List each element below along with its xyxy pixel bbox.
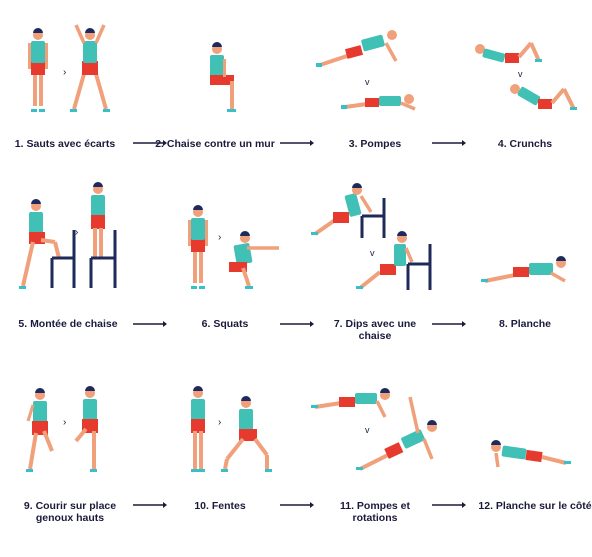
svg-text:›: › [75, 227, 78, 238]
exercise-5-illustration: › [19, 182, 117, 289]
exercise-7-illustration: v [311, 183, 432, 290]
exercise-3-illustration: v [316, 30, 416, 111]
exercise-1-illustration: › [28, 24, 110, 112]
exercise-4-label: 4. Crunchs [497, 138, 553, 150]
exercise-9-label: 9. Courir sur place genoux hauts [23, 500, 117, 524]
svg-text:›: › [63, 417, 66, 428]
svg-text:v: v [365, 425, 370, 435]
exercise-10-illustration: › [191, 386, 272, 472]
svg-text:›: › [218, 417, 221, 428]
arrow-1-to-2 [133, 140, 167, 146]
exercise-5-label: 5. Montée de chaise [18, 318, 118, 330]
exercise-11-illustration: v [311, 388, 437, 471]
exercise-3-label: 3. Pompes [348, 138, 402, 150]
exercise-11-label: 11. Pompes et rotations [339, 500, 411, 524]
exercise-8-illustration [481, 256, 566, 283]
exercise-2-illustration [210, 42, 236, 112]
exercise-6-illustration: › [188, 205, 279, 289]
exercise-9-illustration: › [26, 386, 98, 472]
arrow-6-to-7 [280, 321, 314, 327]
arrow-5-to-6 [133, 321, 167, 327]
arrow-10-to-11 [280, 502, 314, 508]
arrow-9-to-10 [133, 502, 167, 508]
svg-text:›: › [218, 232, 221, 243]
svg-text:v: v [518, 69, 523, 79]
arrow-3-to-4 [432, 140, 466, 146]
exercise-12-label: 12. Planche sur le côté [478, 500, 592, 512]
exercise-4-illustration: v [475, 41, 577, 110]
exercise-8-label: 8. Planche [499, 318, 551, 330]
exercise-1-label: 1. Sauts avec écarts [14, 138, 116, 150]
exercise-2-label: 2. Chaise contre un mur [155, 138, 275, 150]
arrow-7-to-8 [432, 321, 466, 327]
svg-text:v: v [365, 77, 370, 87]
arrow-11-to-12 [432, 502, 466, 508]
svg-text:›: › [63, 67, 66, 78]
svg-text:v: v [370, 248, 375, 258]
exercise-7-label: 7. Dips avec une chaise [333, 318, 417, 342]
exercise-12-illustration [491, 440, 571, 468]
exercise-10-label: 10. Fentes [194, 500, 246, 512]
arrow-2-to-3 [280, 140, 314, 146]
exercise-6-label: 6. Squats [201, 318, 249, 330]
